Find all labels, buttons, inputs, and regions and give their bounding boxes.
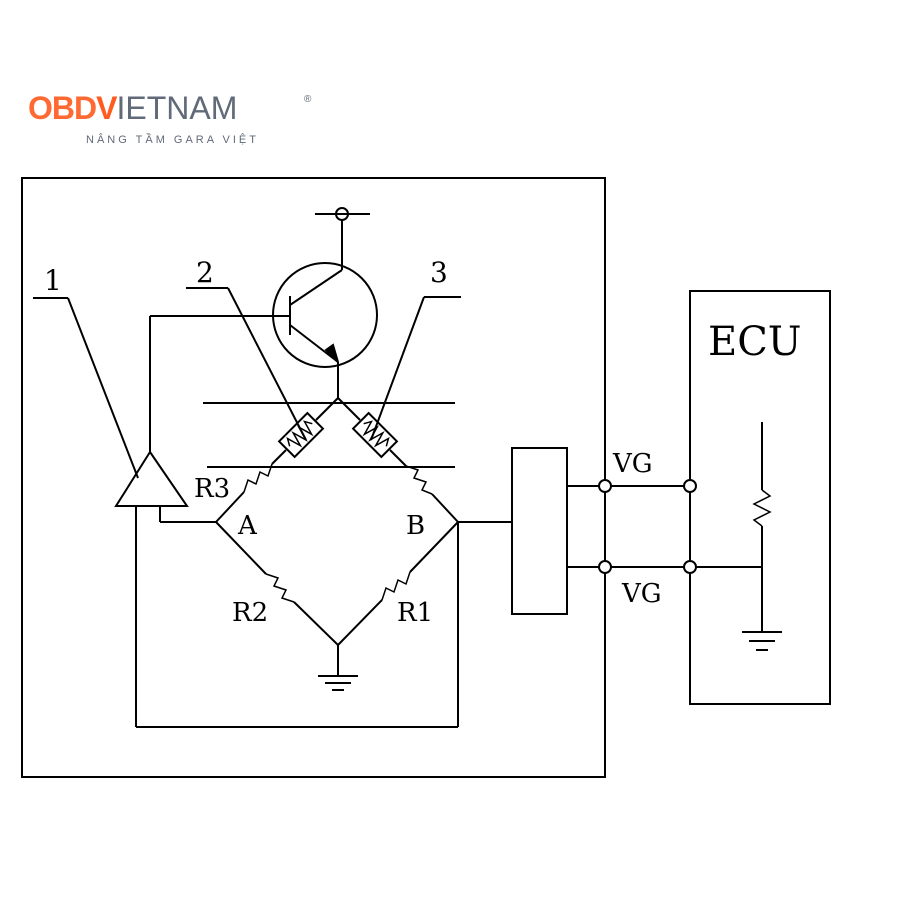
callout-1-leader	[67, 297, 139, 479]
connector-block	[511, 447, 568, 615]
callout-3-leader	[370, 296, 425, 441]
ecu-box	[689, 290, 831, 705]
node-b-label: B	[406, 511, 425, 541]
logo-brand-obd: OBD	[28, 90, 97, 126]
logo-registered-mark: ®	[304, 94, 312, 105]
callout-2-leader	[227, 287, 307, 441]
node-a-label: A	[237, 511, 258, 541]
terminal-vg-top-sensor	[598, 479, 612, 493]
temperature-compensation-element	[351, 411, 399, 459]
obd-vietnam-logo: OBDVIETNAM ® NÂNG TẦM GARA VIỆT	[28, 72, 328, 152]
ecu-resistor	[752, 489, 772, 527]
logo-brand-ietnam: IETNAM	[116, 90, 238, 126]
logo-brand-v: V	[96, 90, 117, 126]
ecu-label: ECU	[708, 319, 802, 365]
r3-wire-top	[271, 449, 287, 465]
r1-resistor	[381, 571, 411, 601]
r2-resistor	[265, 573, 295, 603]
sensor-enclosure	[21, 177, 606, 778]
rt-wire-bottom	[431, 493, 459, 523]
r1-wire-top	[409, 521, 459, 573]
callout-1-label: 1	[44, 264, 62, 297]
r2-label: R2	[232, 598, 268, 628]
rt-wire-top	[389, 449, 407, 467]
terminal-vg-bottom-sensor	[598, 560, 612, 574]
callout-3-label: 3	[430, 256, 448, 289]
compensation-bridge-resistor	[405, 465, 433, 495]
r2-wire-top	[215, 521, 267, 575]
r3-wire-bottom	[215, 491, 245, 523]
logo-tagline: NÂNG TẦM GARA VIỆT	[86, 134, 259, 146]
r2-wire-bottom	[293, 601, 339, 646]
vg-bottom-label: VG	[621, 579, 662, 609]
r1-label: R1	[397, 598, 433, 628]
r3-label: R3	[194, 474, 230, 504]
amplifier-triangle	[114, 450, 189, 507]
logo-wordmark: OBDVIETNAM	[28, 90, 237, 127]
callout-2-label: 2	[196, 256, 214, 289]
hotwire-left-lead	[315, 397, 339, 421]
transistor-emitter	[289, 324, 339, 363]
transistor-collector	[289, 269, 343, 306]
vg-top-label: VG	[612, 449, 653, 479]
r1-wire-bottom	[337, 599, 383, 646]
terminal-vg-bottom-ecu	[683, 560, 697, 574]
r3-resistor	[243, 463, 273, 493]
hotwire-right-lead	[337, 397, 361, 421]
terminal-vg-top-ecu	[683, 479, 697, 493]
transistor-emitter-arrow	[324, 343, 339, 363]
